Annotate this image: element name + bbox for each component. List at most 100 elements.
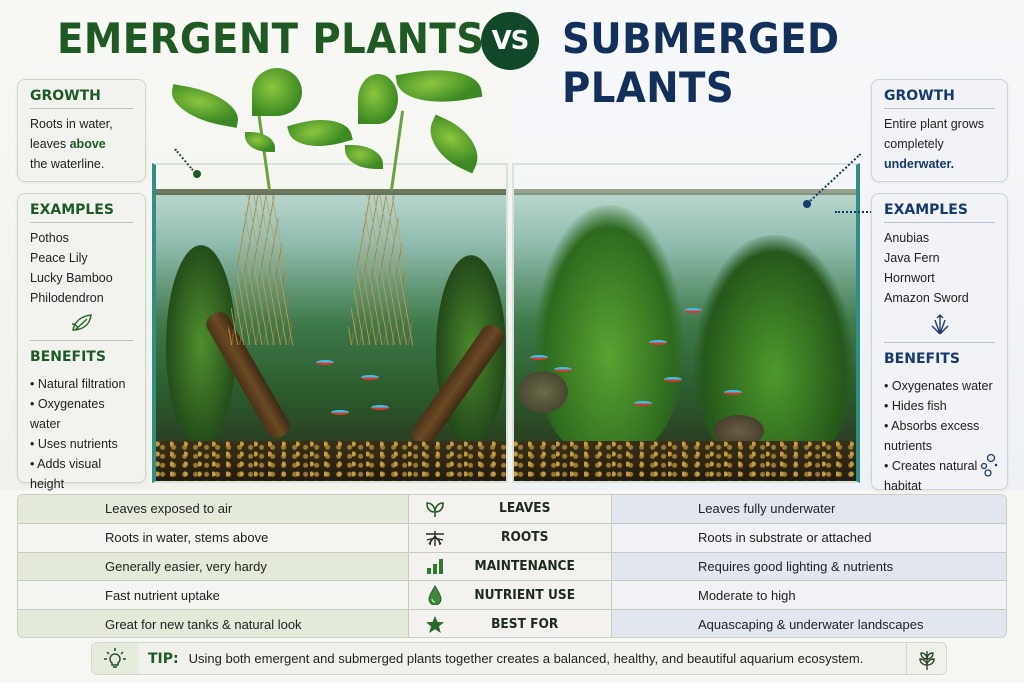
card-heading: GROWTH [30, 88, 133, 109]
table-row: Leaves exposed to air LEAVES Leaves full… [18, 495, 1006, 524]
criteria-cell: LEAVES [408, 495, 612, 523]
criteria-cell: BEST FOR [408, 610, 612, 637]
card-heading: GROWTH [884, 88, 995, 109]
bar-chart-icon [409, 557, 461, 575]
submerged-cell: Roots in substrate or attached [612, 523, 1006, 552]
criteria-label: LEAVES [499, 501, 551, 517]
example-item: Peace Lily [30, 251, 88, 265]
waterline [156, 189, 506, 195]
fish [724, 390, 742, 395]
benefits-list: Natural filtration Oxygenates water Uses… [30, 374, 133, 494]
droplet-icon [409, 585, 461, 606]
fish [684, 308, 702, 313]
divider [884, 342, 995, 343]
submerged-title: SUBMERGED PLANTS [562, 14, 840, 112]
benefit-item: Hides fish [884, 396, 995, 416]
emergent-cell: Roots in water, stems above [18, 523, 408, 552]
submerged-tank-illustration [512, 163, 860, 483]
underwater-callout-dot [803, 200, 811, 208]
table-row: Generally easier, very hardy MAINTENANCE… [18, 552, 1006, 582]
example-item: Anubias [884, 231, 930, 245]
waterline-callout-dot [193, 170, 201, 178]
tip-banner: TIP: Using both emergent and submerged p… [91, 642, 947, 675]
submerged-cell: Leaves fully underwater [612, 495, 1006, 523]
example-item: Lucky Bamboo [30, 271, 113, 285]
divider [30, 340, 133, 341]
fish [649, 340, 667, 345]
benefits-list: Oxygenates water Hides fish Absorbs exce… [884, 376, 995, 496]
aquatic-plant-icon [884, 312, 995, 336]
benefit-item: Absorbs excess nutrients [884, 416, 995, 456]
benefit-item: Creates natural habitat [884, 456, 995, 496]
bubbles-icon [977, 452, 999, 483]
criteria-cell: NUTRIENT USE [408, 581, 612, 610]
roots-icon [409, 529, 461, 547]
example-item: Amazon Sword [884, 291, 969, 305]
fish [664, 377, 682, 382]
examples-callout-line [835, 211, 875, 213]
submerged-examples-benefits-card: EXAMPLES Anubias Java Fern Hornwort Amaz… [871, 193, 1008, 493]
plant-sprig-icon [906, 643, 946, 674]
card-heading: BENEFITS [884, 351, 960, 367]
table-row: Great for new tanks & natural look BEST … [18, 610, 1006, 637]
criteria-label: NUTRIENT USE [474, 587, 576, 603]
vs-badge: VS [481, 12, 539, 70]
example-item: Hornwort [884, 271, 935, 285]
benefit-item: Adds visual height [30, 454, 133, 494]
benefit-item: Uses nutrients [30, 434, 133, 454]
fish [331, 410, 349, 415]
benefit-item: Natural filtration [30, 374, 133, 394]
leaf-icon [30, 312, 133, 334]
hornwort-plants [534, 205, 684, 455]
submerged-cell: Requires good lighting & nutrients [612, 552, 1006, 581]
tip-text: Using both emergent and submerged plants… [188, 651, 864, 666]
example-item: Pothos [30, 231, 69, 245]
fish [316, 360, 334, 365]
example-item: Java Fern [884, 251, 940, 265]
tip-label: TIP: [148, 650, 179, 667]
criteria-label: MAINTENANCE [474, 558, 575, 574]
emergent-title: EMERGENT PLANTS [57, 14, 485, 63]
growth-line: the waterline. [30, 157, 105, 171]
table-row: Fast nutrient uptake NUTRIENT USE Modera… [18, 581, 1006, 611]
gravel-substrate [156, 441, 506, 481]
comparison-table: Leaves exposed to air LEAVES Leaves full… [17, 494, 1007, 638]
card-heading: BENEFITS [30, 349, 106, 365]
waterline [514, 189, 856, 195]
growth-line: Roots in water, [30, 117, 113, 131]
emergent-examples-benefits-card: EXAMPLES Pothos Peace Lily Lucky Bamboo … [17, 193, 146, 522]
table-row: Roots in water, stems above ROOTS Roots … [18, 523, 1006, 553]
fish [634, 401, 652, 406]
lightbulb-icon [92, 643, 138, 674]
gravel-substrate [514, 441, 856, 481]
card-heading: EXAMPLES [30, 202, 133, 223]
emergent-cell: Generally easier, very hardy [18, 552, 408, 581]
star-icon [409, 615, 461, 634]
fish [361, 375, 379, 380]
fish [530, 355, 548, 360]
growth-line: leaves above [30, 137, 106, 151]
fish [554, 367, 572, 372]
rock [518, 371, 568, 413]
fish [371, 405, 389, 410]
benefit-item: Oxygenates water [30, 394, 133, 434]
emergent-tank-illustration [152, 163, 508, 483]
card-heading: EXAMPLES [884, 202, 995, 223]
example-item: Philodendron [30, 291, 104, 305]
benefit-item: Oxygenates water [884, 376, 995, 396]
growth-line: completely [884, 137, 944, 151]
growth-line: underwater. [884, 157, 955, 171]
sprout-icon [409, 500, 461, 518]
criteria-label: ROOTS [501, 530, 549, 546]
submerged-cell: Aquascaping & underwater landscapes [612, 610, 1006, 637]
criteria-label: BEST FOR [491, 617, 559, 633]
emergent-cell: Great for new tanks & natural look [18, 610, 408, 637]
submerged-cell: Moderate to high [612, 581, 1006, 610]
emergent-cell: Leaves exposed to air [18, 495, 408, 523]
emergent-cell: Fast nutrient uptake [18, 581, 408, 610]
growth-line: Entire plant grows [884, 117, 985, 131]
submerged-growth-card: GROWTH Entire plant grows completely und… [871, 79, 1008, 182]
emergent-growth-card: GROWTH Roots in water, leaves above the … [17, 79, 146, 182]
criteria-cell: MAINTENANCE [408, 552, 612, 581]
criteria-cell: ROOTS [408, 523, 612, 552]
